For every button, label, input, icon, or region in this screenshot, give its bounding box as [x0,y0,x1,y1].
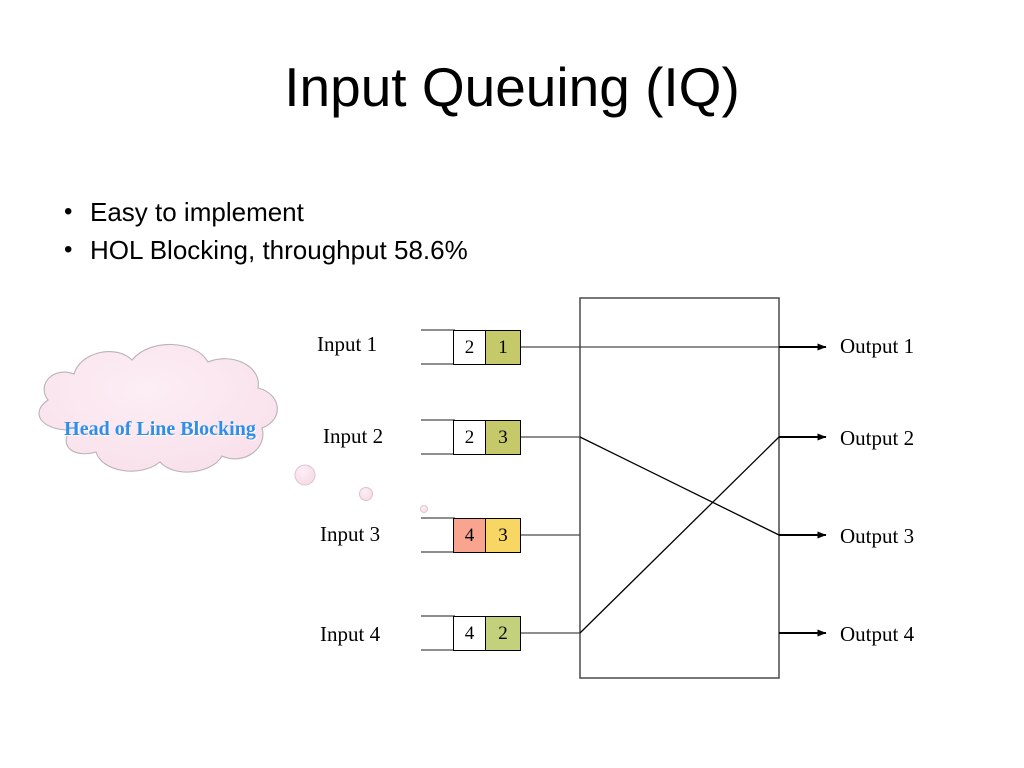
bullet-text: HOL Blocking, throughput 58.6% [90,235,468,265]
input-label-4: Input 4 [320,622,381,646]
thought-bubble-small [419,504,429,514]
switch-fabric-box [579,297,780,679]
output-label-1: Output 1 [840,334,915,358]
list-item: • HOL Blocking, throughput 58.6% [56,231,816,269]
queue-channel-input-1 [421,329,455,365]
output-label-3: Output 3 [840,524,915,548]
queue-cell-input4-head[interactable]: 2 [485,616,521,651]
queue-cell-input1-head[interactable]: 1 [485,330,521,365]
queue-cell-input3-head[interactable]: 3 [485,518,521,553]
bullet-marker-icon: • [64,198,73,225]
connection-input2-output3 [579,436,780,536]
input-label-3: Input 3 [320,522,381,546]
input-label-1: Input 1 [317,332,378,356]
queue-cell-input1-slot2[interactable]: 2 [453,330,486,365]
queue-channel-input-2 [421,419,455,455]
list-item: • Easy to implement [56,193,816,231]
queue-cell-input3-slot2[interactable]: 4 [453,518,486,553]
bullet-list: • Easy to implement • HOL Blocking, thro… [56,193,816,269]
input-label-2: Input 2 [323,424,384,448]
queue-cell-input2-head[interactable]: 3 [485,420,521,455]
connection-input4-output2 [579,436,780,634]
queue-cell-input4-slot2[interactable]: 4 [453,616,486,651]
queue-channel-input-4 [421,615,455,651]
output-label-2: Output 2 [840,426,915,450]
output-label-4: Output 4 [840,622,915,646]
queue-channel-input-3 [421,517,455,553]
queue-fabric-links [521,346,580,634]
head-of-line-blocking-callout: Head of Line Blocking [24,380,296,476]
bullet-text: Easy to implement [90,197,304,227]
callout-label: Head of Line Blocking [64,417,256,440]
page-title: Input Queuing (IQ) [284,56,740,118]
queue-cell-input2-slot2[interactable]: 2 [453,420,486,455]
thought-bubble-medium [359,487,373,501]
thought-bubble-large [294,464,316,486]
cloud-callout-shape [38,343,278,473]
bullet-marker-icon: • [64,236,73,263]
